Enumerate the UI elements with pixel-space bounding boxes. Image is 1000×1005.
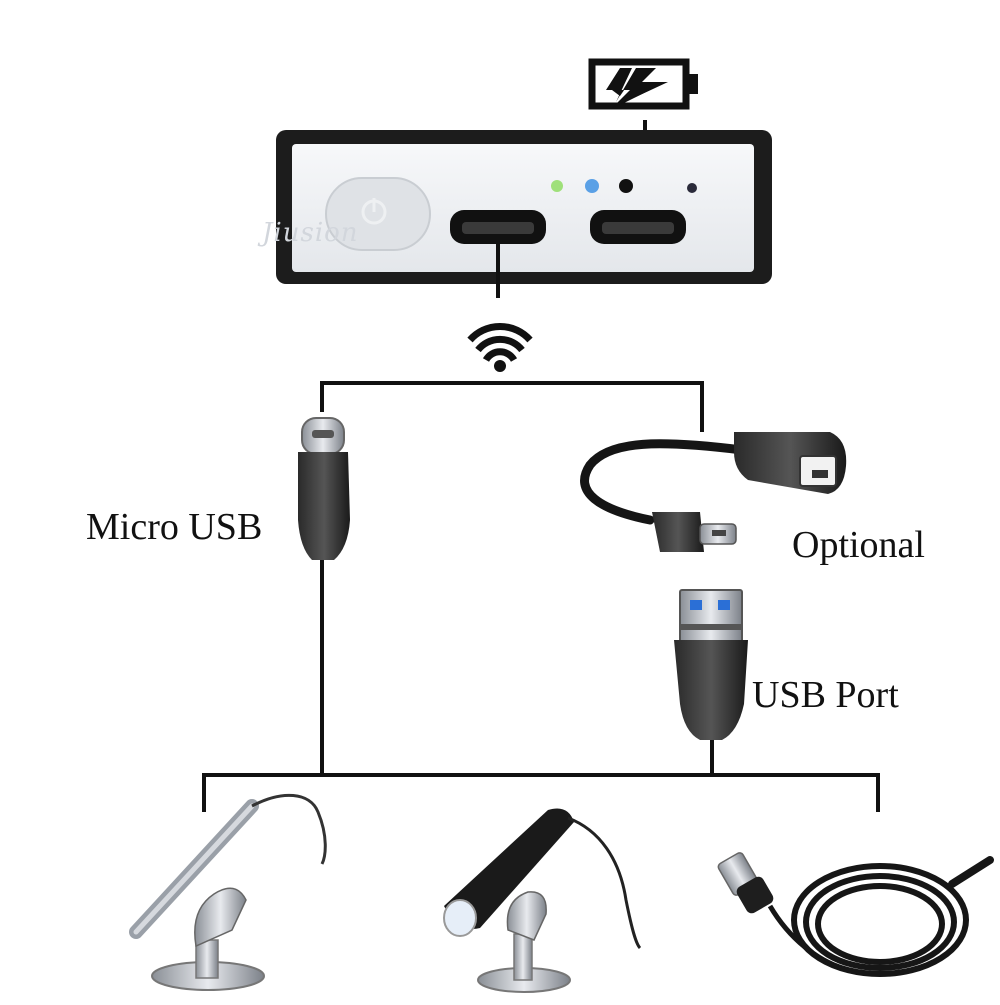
led-small: [687, 183, 697, 193]
led-blue: [585, 179, 599, 193]
top-branch-connector: [320, 381, 704, 432]
watermark-logo: Jiusion: [262, 218, 359, 248]
optional-label: Optional: [792, 524, 925, 566]
wifi-box-device: [276, 130, 772, 284]
endoscope-camera: [717, 852, 994, 977]
usb-c-plug: [298, 417, 350, 560]
otg-adapter-cable: [580, 432, 847, 552]
usb-digital-microscope: [443, 808, 642, 993]
pen-microscope: [129, 793, 327, 991]
battery-charging-icon: [588, 58, 698, 110]
usb-port-label: USB Port: [752, 674, 899, 716]
led-green: [551, 180, 563, 192]
led-black: [619, 179, 633, 193]
usb-a-plug: [674, 589, 748, 740]
micro-usb-label: Micro USB: [86, 506, 263, 548]
power-button[interactable]: [325, 177, 431, 251]
wifi-icon: [467, 323, 533, 362]
bottom-branch-connector: [202, 773, 880, 812]
